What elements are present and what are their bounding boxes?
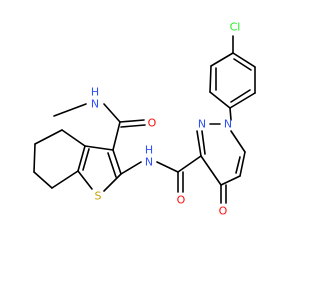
bond bbox=[232, 52, 256, 68]
atom-h-methyl-amide: H bbox=[91, 86, 99, 99]
bonds bbox=[33, 35, 256, 204]
bond bbox=[84, 145, 114, 151]
bond bbox=[77, 170, 93, 190]
bond bbox=[120, 161, 142, 175]
atom-n-methyl-amide: N bbox=[91, 98, 99, 111]
atom-h-amide2: H bbox=[145, 144, 153, 157]
bond bbox=[230, 89, 251, 103]
atom-n1-pyridazine: N bbox=[224, 118, 232, 131]
atom-o-amide1: O bbox=[148, 117, 157, 130]
atom-labels: N H O N H S N N O O Cl bbox=[91, 21, 241, 218]
bond bbox=[220, 175, 241, 186]
bond bbox=[230, 130, 246, 153]
atom-n2-pyridazine: N bbox=[198, 118, 206, 131]
bond bbox=[33, 171, 53, 189]
atom-o-ketone: O bbox=[219, 205, 228, 218]
atom-cl: Cl bbox=[230, 21, 241, 34]
bond bbox=[82, 148, 90, 171]
bond bbox=[239, 151, 246, 177]
bond bbox=[77, 145, 86, 172]
bond bbox=[119, 119, 145, 123]
bond bbox=[177, 155, 202, 173]
bond bbox=[120, 124, 146, 128]
bond bbox=[196, 130, 202, 157]
atom-n-amide2: N bbox=[145, 156, 153, 169]
bond bbox=[210, 52, 234, 67]
bond bbox=[229, 92, 256, 109]
bond bbox=[112, 121, 121, 151]
bond bbox=[107, 152, 117, 178]
bond bbox=[103, 103, 121, 123]
bond bbox=[201, 130, 206, 155]
bond bbox=[51, 170, 79, 189]
bond bbox=[53, 103, 87, 117]
bond bbox=[61, 129, 86, 147]
bond bbox=[200, 155, 222, 186]
bond bbox=[34, 129, 63, 145]
bond bbox=[33, 143, 36, 173]
bond bbox=[156, 161, 179, 173]
bond bbox=[112, 149, 122, 175]
bond bbox=[235, 156, 241, 174]
bond bbox=[103, 173, 122, 192]
structure-svg: N H O N H S N N O O Cl bbox=[33, 21, 256, 218]
bond bbox=[209, 65, 212, 93]
atom-o-amide2: O bbox=[177, 194, 186, 207]
bond bbox=[209, 91, 231, 109]
atom-s-thiophene: S bbox=[95, 190, 102, 203]
molecule-diagram: N H O N H S N N O O Cl bbox=[33, 21, 256, 218]
bond bbox=[229, 107, 232, 121]
bond bbox=[233, 58, 252, 71]
